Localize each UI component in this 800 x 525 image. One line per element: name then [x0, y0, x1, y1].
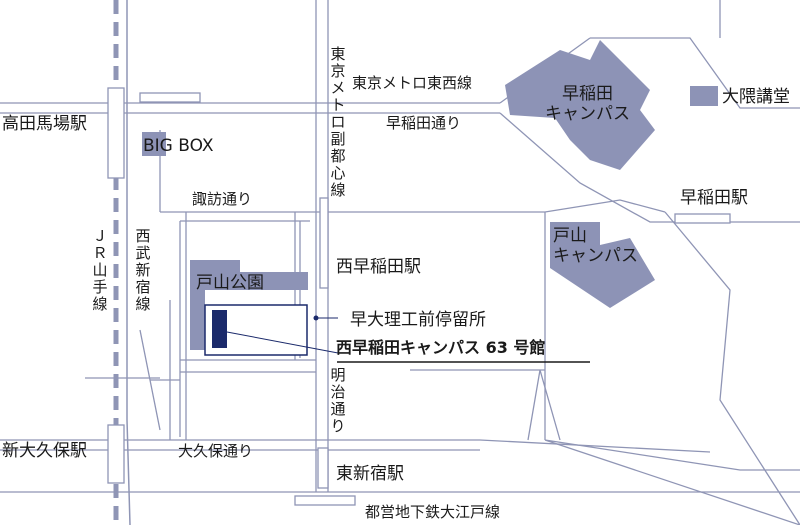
landmark-label-waseda-campus: 早稲田 キャンパス: [545, 84, 630, 124]
street-label-waseda-dori: 早稲田通り: [386, 114, 462, 132]
bus-stop-dot: [313, 315, 319, 321]
station-label-takadanobaba: 高田馬場駅: [2, 114, 87, 134]
street-label-okubo-dori: 大久保通り: [178, 442, 254, 460]
platform-oedo: [294, 495, 356, 506]
landmark-label-bigbox: BIG BOX: [143, 136, 214, 156]
road-campus-inner: [527, 369, 561, 441]
block-toyama-park: [190, 260, 308, 350]
line-label-seibu-shinjuku: 西武新宿線: [135, 227, 151, 313]
block-waseda-campus: [505, 40, 655, 170]
block-toyama-campus: [550, 222, 655, 308]
road-campus-boundary: [544, 211, 800, 525]
street-label-suwa-dori: 諏訪通り: [192, 190, 253, 208]
railway-seibu-branch: [139, 329, 161, 431]
platform-tozai: [139, 92, 201, 103]
landmark-label-okuma-hall: 大隈講堂: [722, 87, 790, 107]
landmark-label-toyama-campus: 戸山 キャンパス: [553, 226, 638, 266]
line-label-jr-yamanote: ＪＲ山手線: [92, 227, 108, 313]
road-waseda-dori: [0, 102, 500, 114]
road-east-upper: [590, 37, 800, 109]
road-okubo-dori: [0, 439, 711, 453]
road-suwa-dori: [160, 199, 666, 213]
leader-line-63: [226, 331, 339, 354]
station-label-higashishinjuku: 東新宿駅: [336, 464, 404, 484]
landmark-label-target: 西早稲田キャンパス 63 号館: [336, 338, 546, 357]
platform-waseda: [674, 213, 731, 224]
block-bigbox: [142, 132, 166, 156]
landmark-label-bus-stop: 早大理工前停留所: [350, 310, 486, 330]
railway-seibu-shinjuku: [126, 0, 131, 525]
line-label-oedo: 都営地下鉄大江戸線: [365, 503, 501, 521]
station-label-shinokubo: 新大久保駅: [2, 441, 87, 461]
block-okuma-hall: [690, 86, 718, 106]
building-63-marker: [212, 310, 227, 348]
station-label-waseda: 早稲田駅: [680, 188, 748, 208]
platform-takadanobaba: [107, 87, 125, 179]
road-suwa-inner: [179, 220, 310, 437]
line-label-tozai: 東京メトロ東西線: [352, 74, 473, 92]
line-label-fukutoshin: 東京メトロ副都心線: [330, 45, 346, 199]
landmark-label-toyama-park: 戸山公園: [196, 273, 264, 293]
platform-higashishinjuku: [317, 447, 329, 489]
platform-shinokubo: [107, 424, 125, 484]
platform-nishiwaseda: [319, 197, 329, 289]
station-label-nishiwaseda: 西早稲田駅: [336, 257, 421, 277]
street-label-meiji-dori: 明治通り: [330, 366, 346, 435]
